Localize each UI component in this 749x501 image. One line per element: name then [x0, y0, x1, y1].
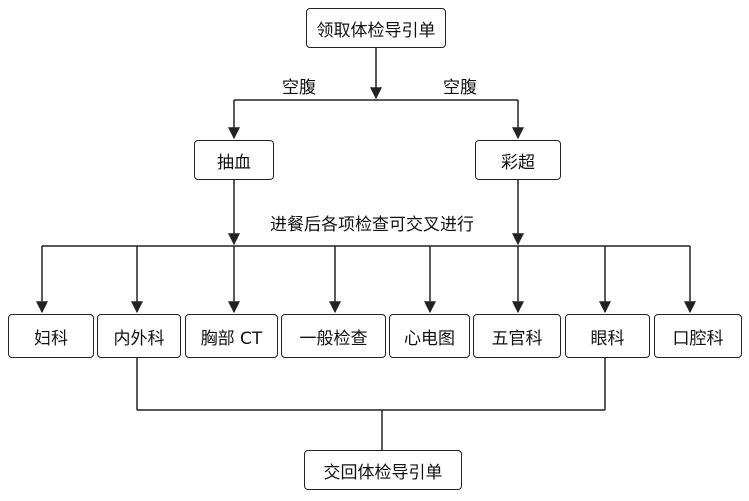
dept-node-2: 内外科	[97, 314, 181, 358]
cross-exam-note: 进餐后各项检查可交叉进行	[270, 215, 474, 235]
dept-node-7: 眼科	[565, 314, 650, 358]
ultrasound-node: 彩超	[475, 140, 561, 180]
end-node: 交回体检导引单	[304, 450, 462, 490]
dept-node-5: 心电图	[389, 314, 470, 358]
dept-node-4: 一般检查	[281, 314, 386, 358]
dept-node-8: 口腔科	[654, 314, 742, 358]
dept-node-1: 妇科	[8, 314, 94, 358]
branch-right-label: 空腹	[443, 78, 477, 98]
blood-draw-node: 抽血	[194, 140, 274, 180]
dept-node-6: 五官科	[473, 314, 561, 358]
start-node: 领取体检导引单	[306, 8, 446, 48]
dept-node-3: 胸部 CT	[185, 314, 278, 358]
branch-left-label: 空腹	[282, 78, 316, 98]
